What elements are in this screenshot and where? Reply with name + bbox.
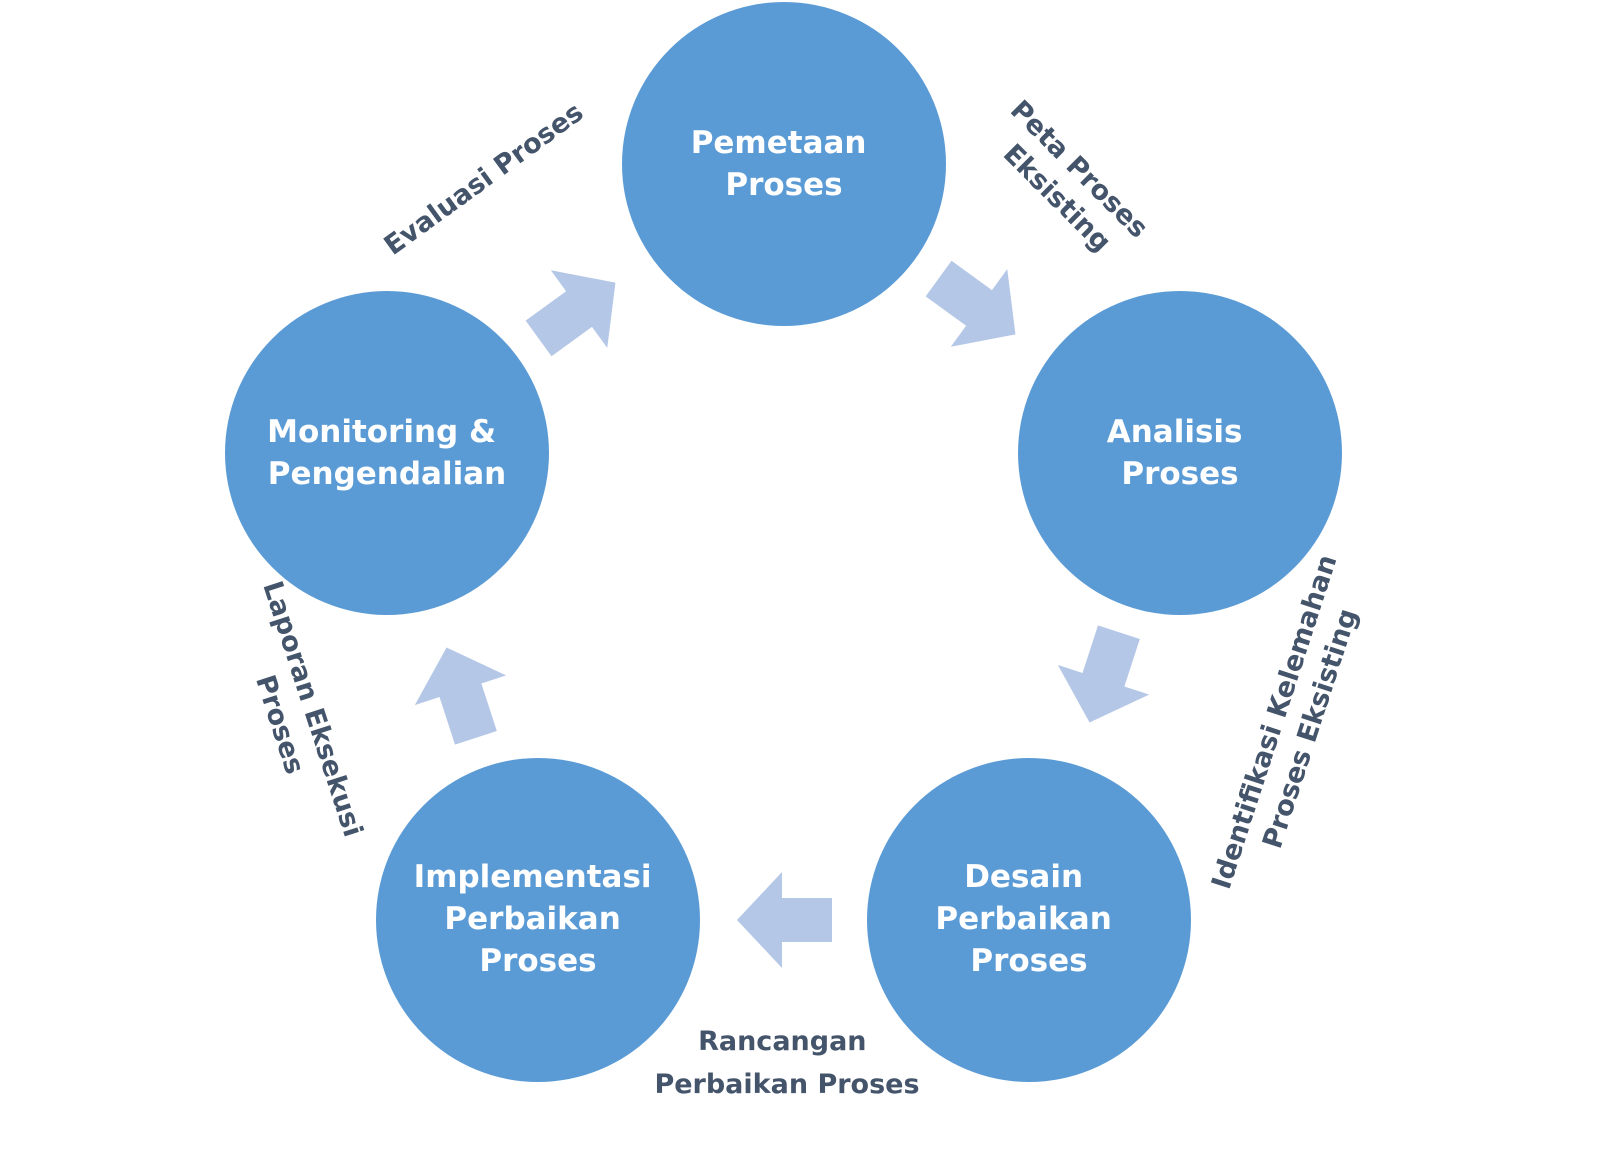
node-implementasi-circle bbox=[376, 758, 700, 1082]
edge-label-laporan-eksekusi: Laporan Eksekusi Proses bbox=[222, 577, 371, 860]
node-analisis-label: Analisis Proses bbox=[1107, 414, 1254, 492]
node-pemetaan-circle bbox=[622, 2, 946, 326]
edge-label-evaluasi-proses: Evaluasi Proses bbox=[379, 97, 590, 262]
node-pemetaan-proses: Pemetaan Proses bbox=[622, 2, 946, 326]
node-desain-perbaikan-proses: Desain Perbaikan Proses bbox=[867, 758, 1191, 1082]
arrow-implementasi-to-monitoring bbox=[414, 647, 507, 745]
node-desain-line2: Perbaikan bbox=[935, 901, 1111, 937]
node-analisis-line2: Proses bbox=[1121, 456, 1238, 492]
edge-label-peta-proses-eksisting: Peta Proses Eksisting bbox=[979, 95, 1161, 277]
edge-label-rancangan-perbaikan: Rancangan Perbaikan Proses bbox=[654, 1026, 919, 1100]
edge-peta-proses-text: Peta Proses Eksisting bbox=[979, 95, 1161, 277]
edge-rancangan-line2: Perbaikan Proses bbox=[654, 1069, 919, 1100]
node-implementasi-label: Implementasi Perbaikan Proses bbox=[414, 859, 663, 979]
node-monitoring-circle bbox=[225, 291, 549, 615]
node-monitoring-line2: Pengendalian bbox=[268, 456, 506, 492]
edge-rancangan-line1: Rancangan bbox=[698, 1026, 866, 1057]
arrow-implementasi-to-monitoring-shape bbox=[414, 647, 507, 745]
node-desain-circle bbox=[867, 758, 1191, 1082]
node-desain-line3: Proses bbox=[970, 943, 1087, 979]
node-analisis-line1: Analisis bbox=[1107, 414, 1243, 450]
node-analisis-proses: Analisis Proses bbox=[1018, 291, 1342, 615]
node-desain-line1: Desain bbox=[964, 859, 1083, 895]
node-implementasi-line3: Proses bbox=[479, 943, 596, 979]
node-implementasi-line1: Implementasi bbox=[414, 859, 652, 895]
node-monitoring-line1: Monitoring & bbox=[267, 414, 496, 450]
node-monitoring-pengendalian: Monitoring & Pengendalian bbox=[225, 291, 549, 615]
node-pemetaan-label: Pemetaan Proses bbox=[691, 125, 878, 203]
arrow-monitoring-to-pemetaan-shape bbox=[525, 270, 616, 357]
node-pemetaan-line1: Pemetaan bbox=[691, 125, 867, 161]
edge-laporan-text: Laporan Eksekusi Proses bbox=[222, 577, 371, 860]
edge-evaluasi-text: Evaluasi Proses bbox=[379, 97, 590, 262]
node-implementasi-perbaikan-proses: Implementasi Perbaikan Proses bbox=[376, 758, 700, 1082]
edge-evaluasi-line1: Evaluasi Proses bbox=[379, 97, 590, 262]
node-pemetaan-line2: Proses bbox=[725, 167, 842, 203]
node-monitoring-label: Monitoring & Pengendalian bbox=[267, 414, 507, 492]
node-desain-label: Desain Perbaikan Proses bbox=[935, 859, 1122, 979]
arrow-monitoring-to-pemetaan bbox=[525, 270, 616, 357]
node-implementasi-line2: Perbaikan bbox=[444, 901, 620, 937]
arrow-desain-to-implementasi-shape bbox=[737, 872, 832, 968]
edge-rancangan-text: Rancangan Perbaikan Proses bbox=[654, 1026, 919, 1100]
arrow-pemetaan-to-analisis-shape bbox=[925, 260, 1016, 347]
arrow-analisis-to-desain-shape bbox=[1057, 625, 1150, 723]
arrow-analisis-to-desain bbox=[1057, 625, 1150, 723]
arrow-pemetaan-to-analisis bbox=[925, 260, 1016, 347]
node-analisis-circle bbox=[1018, 291, 1342, 615]
arrow-desain-to-implementasi bbox=[737, 872, 832, 968]
